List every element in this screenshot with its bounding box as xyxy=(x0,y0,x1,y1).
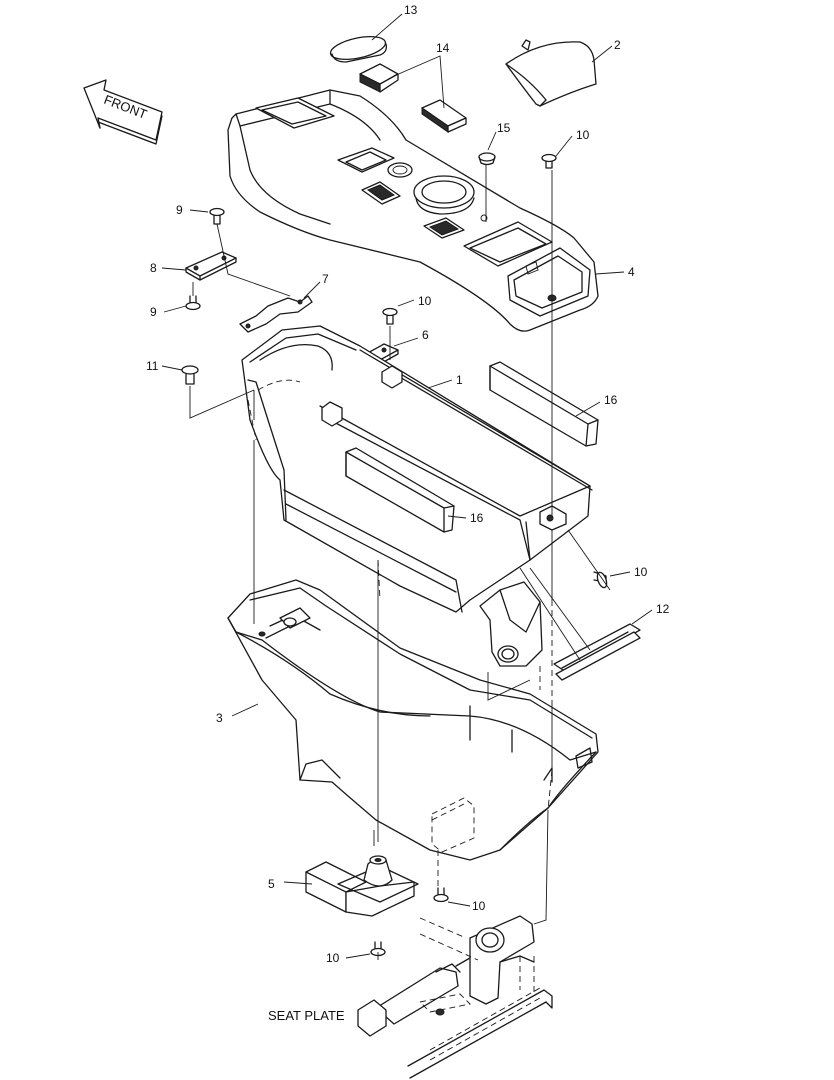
part-12-gasket xyxy=(553,623,641,681)
callout-6: 6 xyxy=(422,328,429,342)
assembly-lines xyxy=(189,164,611,961)
callout-11: 11 xyxy=(146,359,159,373)
screw-10-mid xyxy=(382,307,398,325)
callout-14: 14 xyxy=(436,41,450,55)
part-5-bracket xyxy=(305,855,419,917)
seat-plate-assembly xyxy=(357,915,553,1079)
callout-1: 1 xyxy=(456,373,463,387)
part-8-plate xyxy=(185,251,237,281)
callout-10-side: 10 xyxy=(634,565,648,579)
callout-10-top: 10 xyxy=(576,128,590,142)
callout-7: 7 xyxy=(322,272,329,286)
callout-9-bottom: 9 xyxy=(150,305,157,319)
callout-16-lower: 16 xyxy=(470,511,484,525)
part-9-screw-top xyxy=(209,207,225,225)
screw-10-top xyxy=(541,153,557,169)
callout-8: 8 xyxy=(150,261,157,275)
part-13-oval-cap xyxy=(329,35,388,63)
seat-plate-label: SEAT PLATE xyxy=(268,1008,345,1023)
screw-10-lower-right xyxy=(433,887,449,903)
callout-12: 12 xyxy=(656,602,670,616)
callout-13: 13 xyxy=(404,3,418,17)
screw-10-side xyxy=(593,571,608,589)
callout-2: 2 xyxy=(614,38,621,52)
part-3-lower-housing xyxy=(227,579,599,861)
part-14-switch-blanks xyxy=(359,63,467,133)
callout-10-lower-left: 10 xyxy=(326,951,340,965)
part-15-plug xyxy=(478,152,496,166)
leader-lines xyxy=(161,13,653,959)
callout-10-lower-right: 10 xyxy=(472,899,486,913)
part-11-screw xyxy=(181,365,199,385)
callout-5: 5 xyxy=(268,877,275,891)
front-arrow: FRONT xyxy=(83,79,163,145)
callout-4: 4 xyxy=(628,265,635,279)
callout-9-top: 9 xyxy=(176,203,183,217)
callout-labels: 13 14 2 15 10 4 9 8 9 7 10 6 11 1 16 16 … xyxy=(146,3,670,965)
callout-15: 15 xyxy=(497,121,511,135)
part-4-upper-console xyxy=(227,89,599,332)
callout-16-upper: 16 xyxy=(604,393,618,407)
part-1-frame xyxy=(241,325,593,667)
part-9-screw-bottom xyxy=(185,295,201,311)
part-16-pad-upper xyxy=(489,361,599,447)
part-7-bracket xyxy=(239,295,313,333)
callout-3: 3 xyxy=(216,711,223,725)
part-2-lid xyxy=(505,39,597,107)
part-16-pad-lower xyxy=(345,447,455,533)
callout-10-mid: 10 xyxy=(418,294,432,308)
